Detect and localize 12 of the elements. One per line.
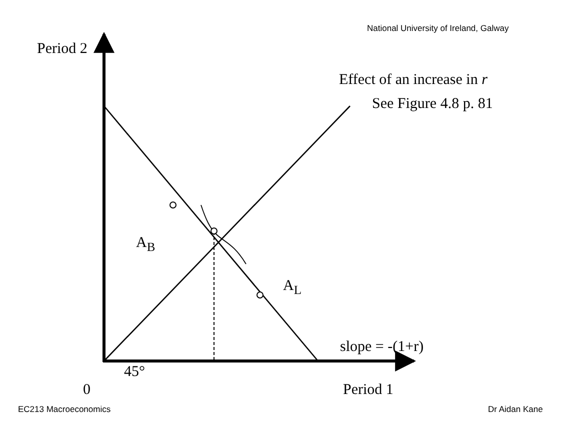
- point-label: A$_{B}$: [136, 235, 156, 255]
- slide-heading: Effect of an increase in r: [339, 72, 488, 88]
- point-label: A$_{L}$: [283, 278, 302, 298]
- angle-label: 45°: [124, 364, 145, 380]
- origin-label: 0: [83, 382, 90, 398]
- axis-label: Period 1: [343, 382, 394, 398]
- header-text: National University of Ireland, Galway: [367, 24, 509, 34]
- reference-note: See Figure 4.8 p. 81: [372, 96, 493, 112]
- footer-text: EC213 Macroeconomics: [18, 405, 111, 414]
- axis-label: Period 2: [37, 41, 88, 58]
- slope-label: slope = -(1+r): [340, 339, 424, 356]
- footer-text: Dr Aidan Kane: [488, 405, 543, 414]
